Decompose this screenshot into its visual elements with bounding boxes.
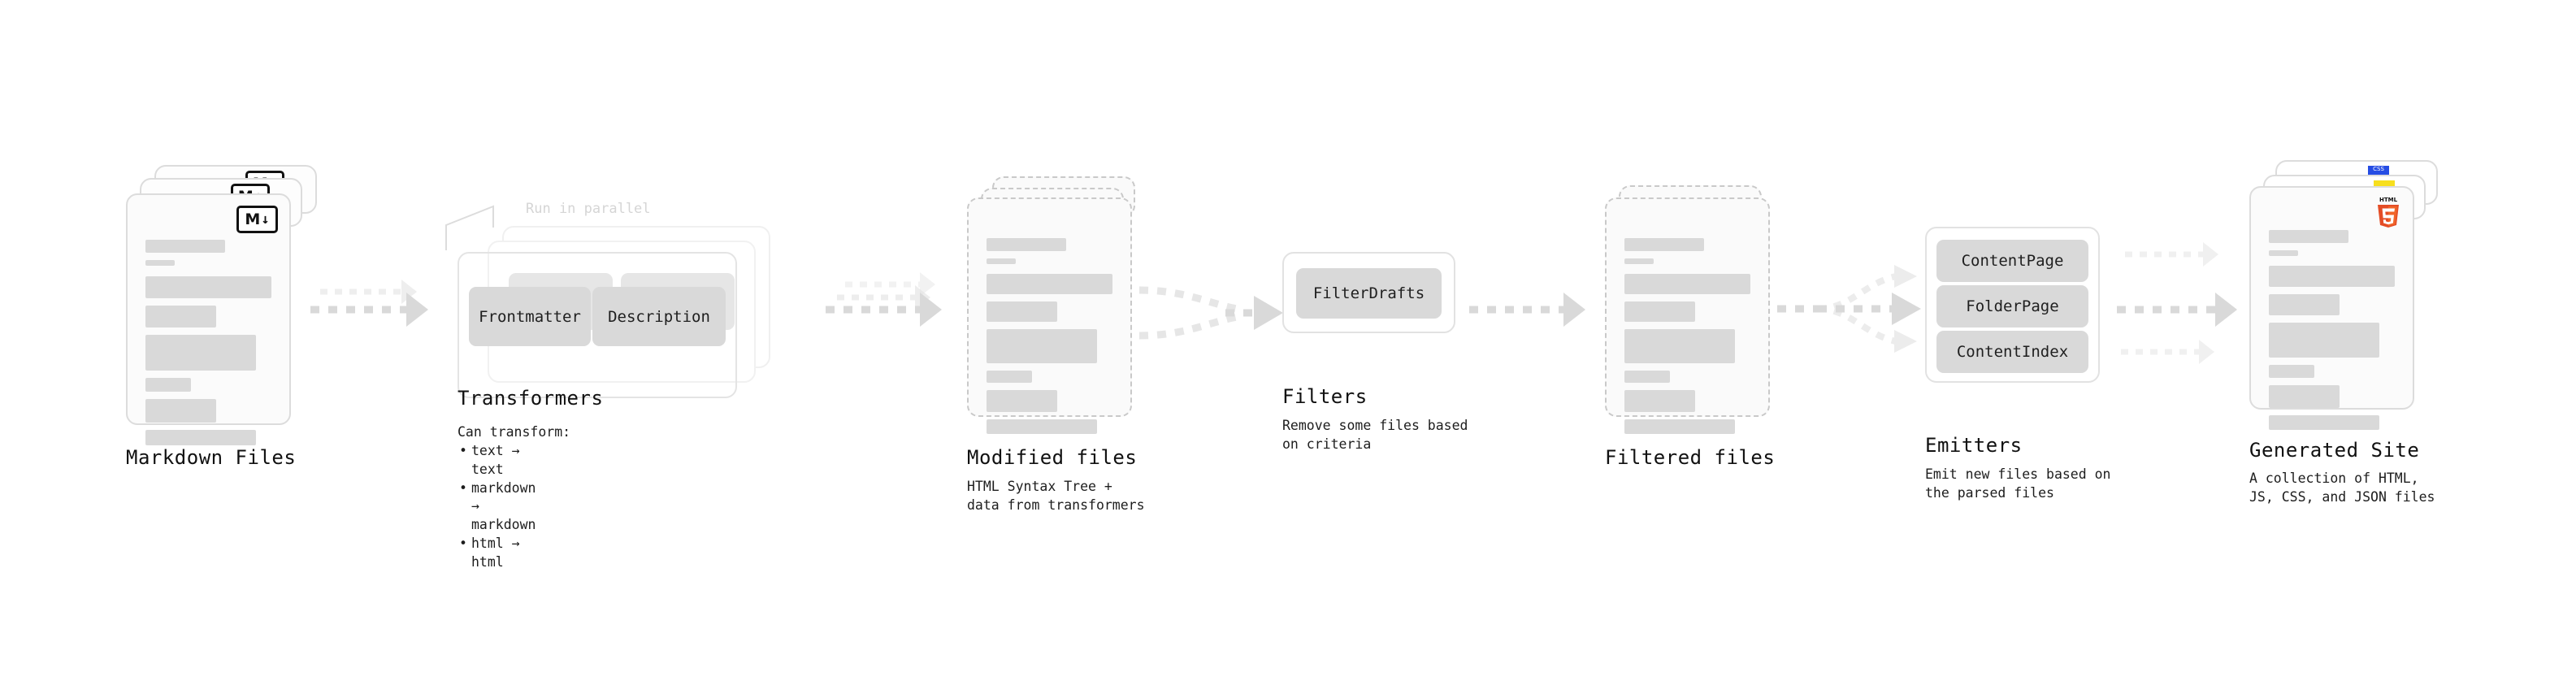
emitters-subtitle: Emit new files based on the parsed files: [1925, 466, 2111, 501]
doc-bar: [1624, 419, 1736, 434]
doc-bar: [1624, 274, 1750, 294]
arrow-filters-to-filtered: [1469, 293, 1593, 327]
doc-bar: [1624, 301, 1695, 322]
doc-bar: [987, 329, 1098, 363]
filters-subtitle: Remove some files based on criteria: [1282, 418, 1468, 452]
doc-bar: [2269, 415, 2380, 430]
stage-title-filters: Filters: [1282, 385, 1368, 408]
modified-doc-front: [967, 197, 1132, 434]
emitter-chip-label: FolderPage: [1966, 297, 2059, 315]
run-in-parallel-bracket-icon: [445, 205, 494, 250]
doc-bar: [145, 399, 216, 423]
transformers-bullet-list: text → text markdown → markdown html → h…: [458, 442, 536, 571]
doc-bar: [145, 306, 216, 327]
transformer-panel-front: Frontmatter Description: [458, 252, 737, 398]
doc-skeleton-bars: [145, 240, 271, 453]
doc-bar: [2269, 250, 2298, 256]
stage-title-emitters: Emitters: [1925, 434, 2023, 457]
markdown-badge-letter: M: [245, 210, 261, 228]
doc-bar: [2269, 365, 2314, 378]
filter-chip-filterdrafts[interactable]: FilterDrafts: [1296, 268, 1442, 319]
doc-bar: [1624, 258, 1654, 264]
emitter-chip-label: ContentIndex: [1956, 343, 2069, 361]
generated-site-subtitle: A collection of HTML, JS, CSS, and JSON …: [2249, 471, 2435, 505]
transformer-chip-description[interactable]: Description: [592, 287, 726, 346]
doc-bar: [1624, 390, 1695, 412]
arrow-emitters-to-site-bottom: [2121, 340, 2235, 364]
emitter-chip-folderpage[interactable]: FolderPage: [1936, 285, 2088, 327]
doc-bar: [987, 238, 1066, 251]
emitters-panel: ContentPage FolderPage ContentIndex: [1925, 227, 2100, 383]
markdown-badge-front: M↓: [236, 206, 278, 233]
filter-chip-label: FilterDrafts: [1312, 284, 1425, 302]
emitter-chip-contentindex[interactable]: ContentIndex: [1936, 331, 2088, 373]
html5-icon: HTML: [2378, 197, 2399, 228]
doc-bar: [145, 260, 175, 266]
doc-bar: [987, 419, 1098, 434]
doc-bar: [145, 378, 191, 392]
doc-bar: [987, 371, 1032, 383]
doc-skeleton-bars: [987, 238, 1112, 441]
filtered-doc-front: [1605, 197, 1770, 434]
arrow-filtered-to-emitters-split: [1777, 265, 1921, 353]
emitter-chip-label: ContentPage: [1961, 252, 2064, 270]
svg-text:HTML: HTML: [2379, 197, 2398, 203]
css-icon-label: CSS: [2373, 166, 2384, 172]
transformers-bullet: text → text: [459, 442, 536, 479]
transformer-chip-label: Frontmatter: [479, 307, 581, 326]
transformers-bullet: markdown → markdown: [459, 479, 536, 535]
arrow-transformers-to-modified: [826, 293, 949, 327]
stage-title-markdown-files: Markdown Files: [126, 446, 297, 469]
doc-bar: [145, 276, 271, 298]
filters-panel: FilterDrafts: [1282, 252, 1455, 333]
arrow-modified-to-filters-merge: [1138, 286, 1283, 340]
doc-bar: [1624, 371, 1670, 383]
transformer-chip-frontmatter[interactable]: Frontmatter: [469, 287, 591, 346]
doc-bar: [145, 240, 225, 253]
doc-bar: [2269, 230, 2348, 243]
doc-bar: [987, 274, 1112, 294]
transformers-subtitle: Can transform:: [458, 424, 571, 440]
doc-bar: [1624, 238, 1704, 251]
doc-bar: [2269, 266, 2395, 287]
run-in-parallel-note: Run in parallel: [526, 201, 651, 217]
css-icon: CSS: [2368, 166, 2389, 175]
doc-bar: [2269, 294, 2340, 315]
doc-bar: [2269, 323, 2380, 358]
arrow-markdown-to-transformers: [310, 293, 436, 327]
emitter-chip-contentpage[interactable]: ContentPage: [1936, 240, 2088, 282]
markdown-doc-front: M↓: [126, 193, 291, 445]
doc-bar: [145, 430, 257, 445]
stage-title-filtered-files: Filtered files: [1605, 446, 1776, 469]
markdown-badge-arrow-icon: ↓: [261, 210, 270, 228]
transformer-chip-label: Description: [608, 307, 710, 326]
stage-title-generated-site: Generated Site: [2249, 439, 2420, 462]
modified-files-subtitle: HTML Syntax Tree + data from transformer…: [967, 479, 1145, 513]
doc-bar: [987, 301, 1057, 322]
doc-bar: [1624, 329, 1736, 363]
doc-skeleton-bars: [1624, 238, 1750, 441]
arrow-emitters-to-site-middle: [2117, 293, 2247, 327]
stage-title-modified-files: Modified files: [967, 446, 1138, 469]
doc-bar: [2269, 385, 2340, 408]
site-doc-front: HTML: [2249, 186, 2414, 430]
doc-skeleton-bars: [2269, 230, 2395, 437]
transformers-bullet: html → html: [459, 535, 536, 572]
doc-bar: [987, 390, 1057, 412]
doc-bar: [987, 258, 1016, 264]
arrow-emitters-to-site-top: [2125, 242, 2239, 267]
stage-title-transformers: Transformers: [458, 387, 604, 410]
doc-bar: [145, 335, 257, 371]
